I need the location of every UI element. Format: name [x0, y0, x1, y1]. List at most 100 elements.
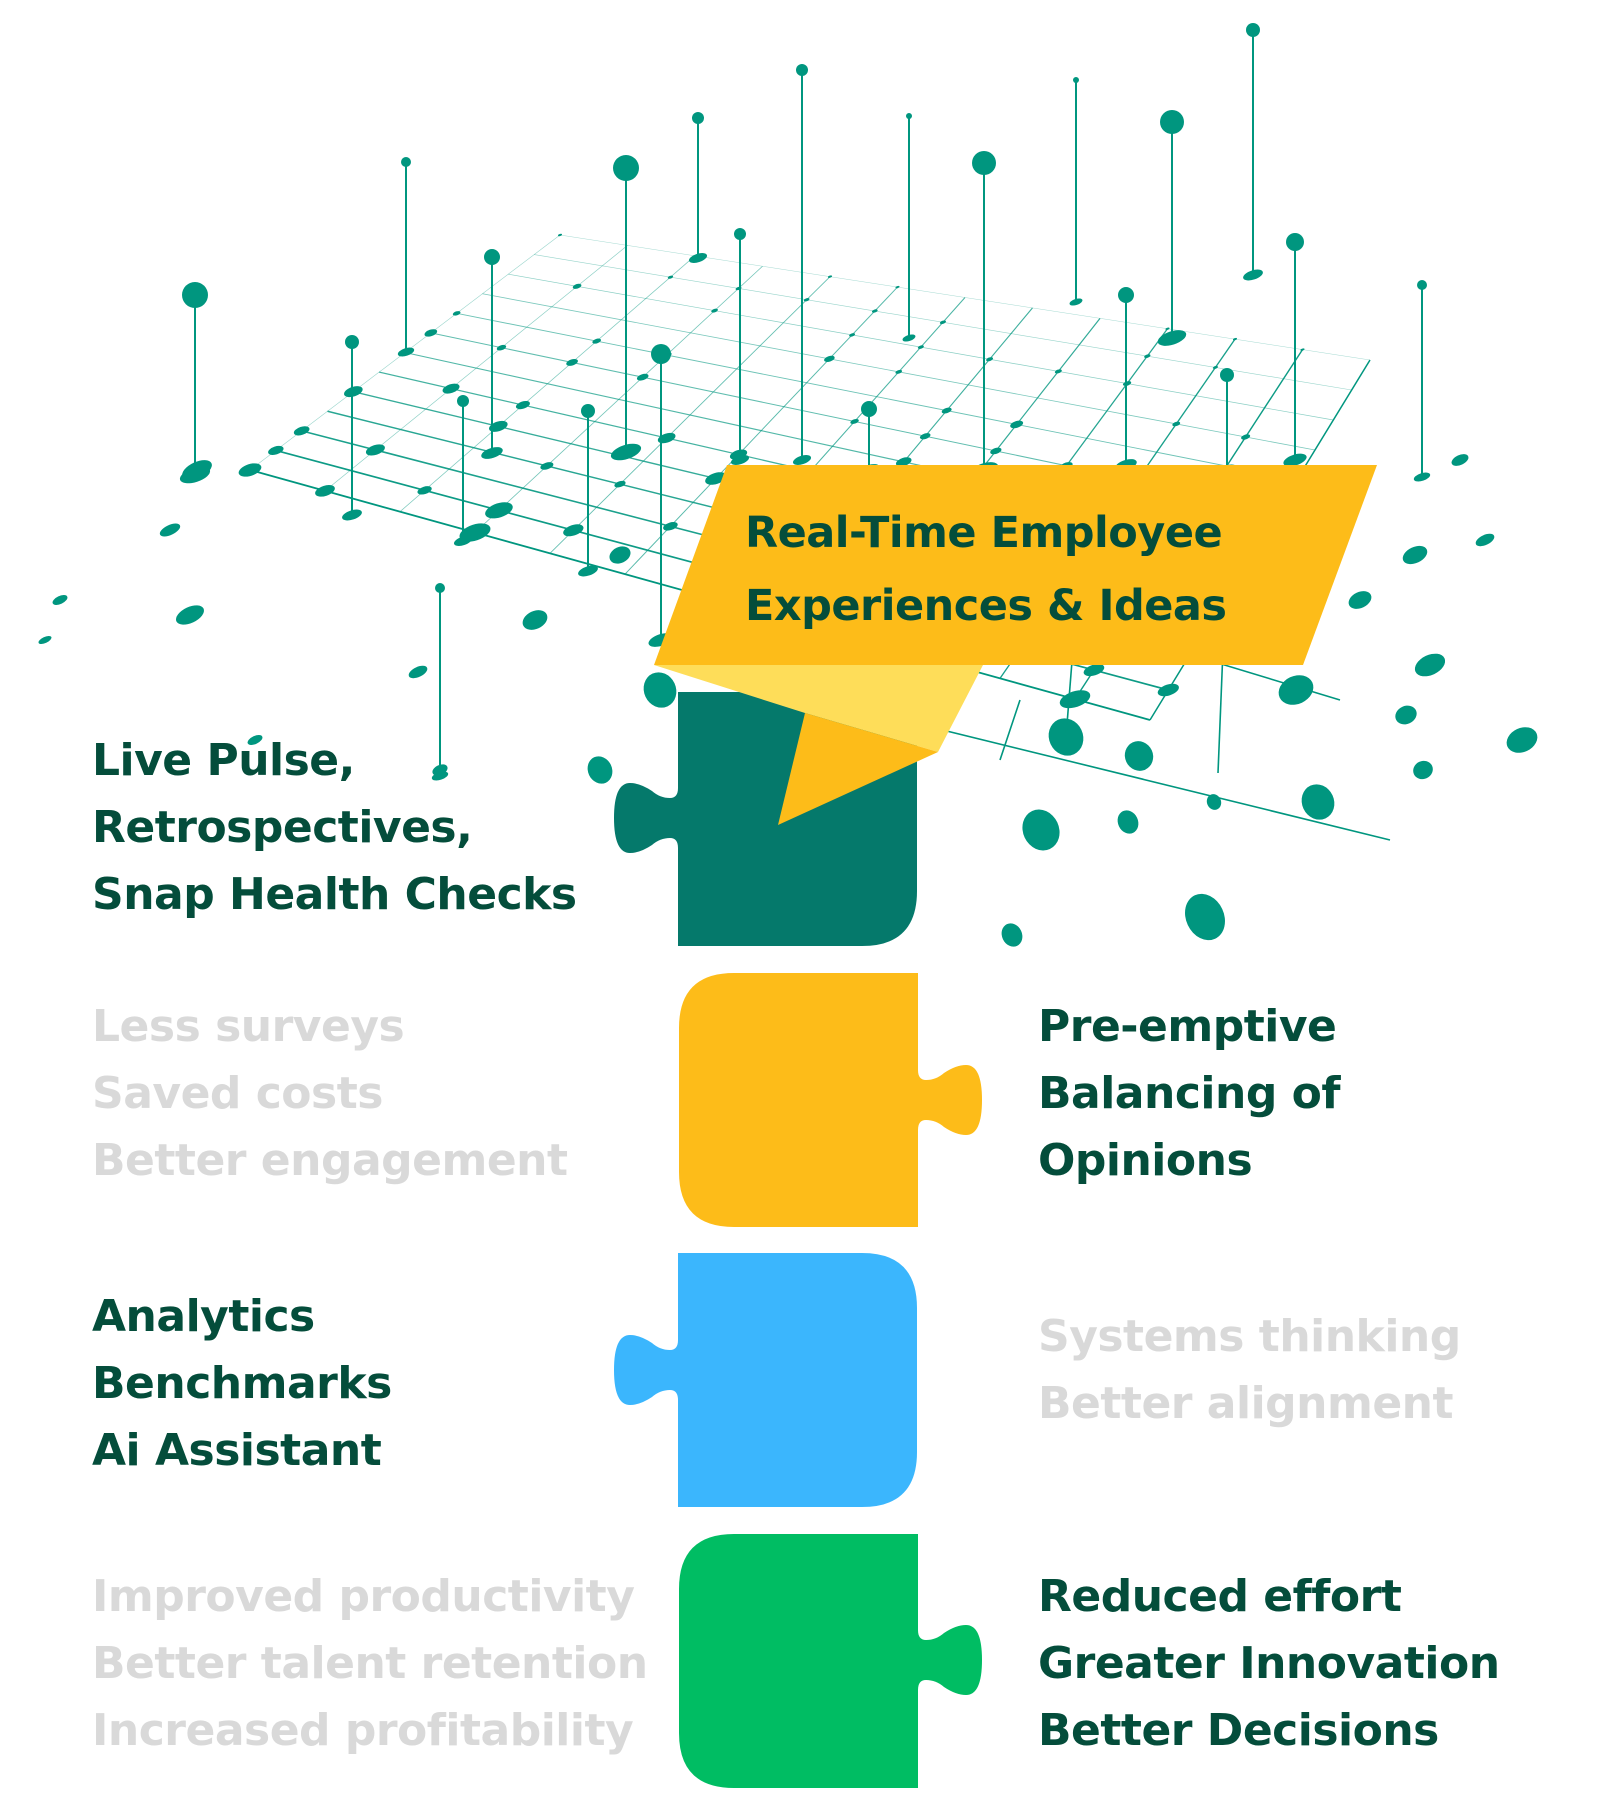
network-dot [408, 665, 428, 679]
network-pin-head [1118, 287, 1134, 303]
network-node [803, 298, 810, 302]
network-node [827, 275, 833, 278]
network-node [1172, 421, 1181, 427]
network-node [417, 486, 432, 495]
puzzle-piece-green [679, 1534, 982, 1788]
network-dot [247, 735, 263, 745]
network-pin-head [906, 113, 912, 119]
network-node [1054, 369, 1062, 374]
network-pin-head [651, 344, 671, 364]
text-line: Retrospectives, [92, 802, 473, 853]
text-line: Live Pulse, [92, 735, 355, 786]
network-pin-base [1413, 472, 1431, 482]
network-node [939, 320, 946, 325]
network-dot [1414, 653, 1446, 677]
network-dot [175, 605, 205, 625]
text-line: Better Decisions [1038, 1705, 1439, 1756]
network-pin-head [734, 228, 746, 240]
text-line: Ai Assistant [92, 1425, 382, 1476]
network-node [636, 373, 649, 381]
network-node [572, 283, 582, 289]
network-node [315, 485, 335, 497]
text-line: Improved productivity [92, 1571, 635, 1622]
title-banner [654, 465, 1377, 665]
network-dot [1402, 545, 1428, 565]
network-pin-head [484, 249, 500, 265]
text-line: Increased profitability [92, 1705, 634, 1756]
network-dot [1475, 533, 1495, 547]
network-pin-head [861, 401, 877, 417]
puzzle-piece-yellow [679, 973, 982, 1227]
network-pin-head [1417, 280, 1427, 290]
network-node [1010, 420, 1024, 429]
network-dot [1413, 760, 1433, 780]
network-pin-head [401, 157, 411, 167]
network-pin-base [1283, 453, 1307, 467]
title-line-1: Real-Time Employee [745, 508, 1223, 558]
network-node [986, 357, 994, 362]
text-line: Balancing of [1038, 1068, 1341, 1119]
text-line: Less surveys [92, 1001, 405, 1052]
network-node [850, 418, 859, 424]
network-pin-base [902, 334, 916, 342]
network-node [871, 309, 878, 313]
network-pin-base [1069, 298, 1083, 306]
text-line: Saved costs [92, 1068, 383, 1119]
network-pin-head [457, 395, 469, 407]
green-right-text: Reduced effort Greater Innovation Better… [1038, 1563, 1500, 1764]
text-line: Greater Innovation [1038, 1638, 1500, 1689]
network-pin-head [796, 64, 808, 76]
network-node [496, 344, 507, 351]
network-node [293, 426, 310, 436]
network-dot [1117, 810, 1139, 834]
network-dot [52, 595, 68, 605]
network-pin-head [1246, 23, 1260, 37]
text-line: Snap Health Checks [92, 869, 577, 920]
text-line: Benchmarks [92, 1358, 392, 1409]
network-pin-base [1243, 269, 1263, 281]
network-pin-head [1073, 77, 1079, 83]
teal-left-text: Live Pulse, Retrospectives, Snap Health … [92, 727, 577, 928]
network-dot [182, 460, 212, 480]
network-pin-head [692, 112, 704, 124]
yellow-right-text: Pre-emptive Balancing of Opinions [1038, 993, 1341, 1194]
network-node [663, 522, 678, 531]
network-dot [1348, 591, 1372, 609]
network-dot [587, 756, 613, 784]
network-dot [1001, 923, 1023, 947]
network-dot [643, 672, 677, 708]
network-dot [609, 546, 631, 564]
text-line: Analytics [92, 1291, 315, 1342]
network-dot [1124, 741, 1154, 771]
network-pin-head [1286, 233, 1304, 251]
network-node [667, 275, 674, 279]
network-node [1122, 381, 1132, 386]
network-dot [432, 764, 448, 776]
network-node [515, 400, 530, 410]
network-pin-head [182, 282, 208, 308]
green-left-text: Improved productivity Better talent rete… [92, 1563, 648, 1764]
network-node [990, 447, 1002, 455]
title-banner-fold-tip [778, 713, 938, 825]
network-dot [1301, 784, 1335, 820]
network-node [344, 386, 363, 398]
network-pin-base [730, 455, 750, 465]
network-pin-base [688, 253, 708, 263]
network-node [657, 432, 676, 444]
network-node [268, 445, 284, 455]
network-node [824, 355, 835, 362]
network-node [563, 524, 584, 537]
network-node [614, 480, 626, 488]
title-line-2: Experiences & Ideas [745, 581, 1227, 631]
network-pin-base [792, 455, 812, 465]
network-node [895, 285, 900, 289]
network-pin-base [342, 509, 362, 521]
text-line: Pre-emptive [1038, 1001, 1337, 1052]
network-pin-base [481, 447, 503, 459]
network-node [238, 463, 262, 477]
network-dot [1022, 809, 1060, 851]
text-line: Opinions [1038, 1135, 1253, 1186]
network-node [895, 457, 912, 467]
network-pin-head [613, 155, 639, 181]
network-node [1144, 354, 1151, 359]
